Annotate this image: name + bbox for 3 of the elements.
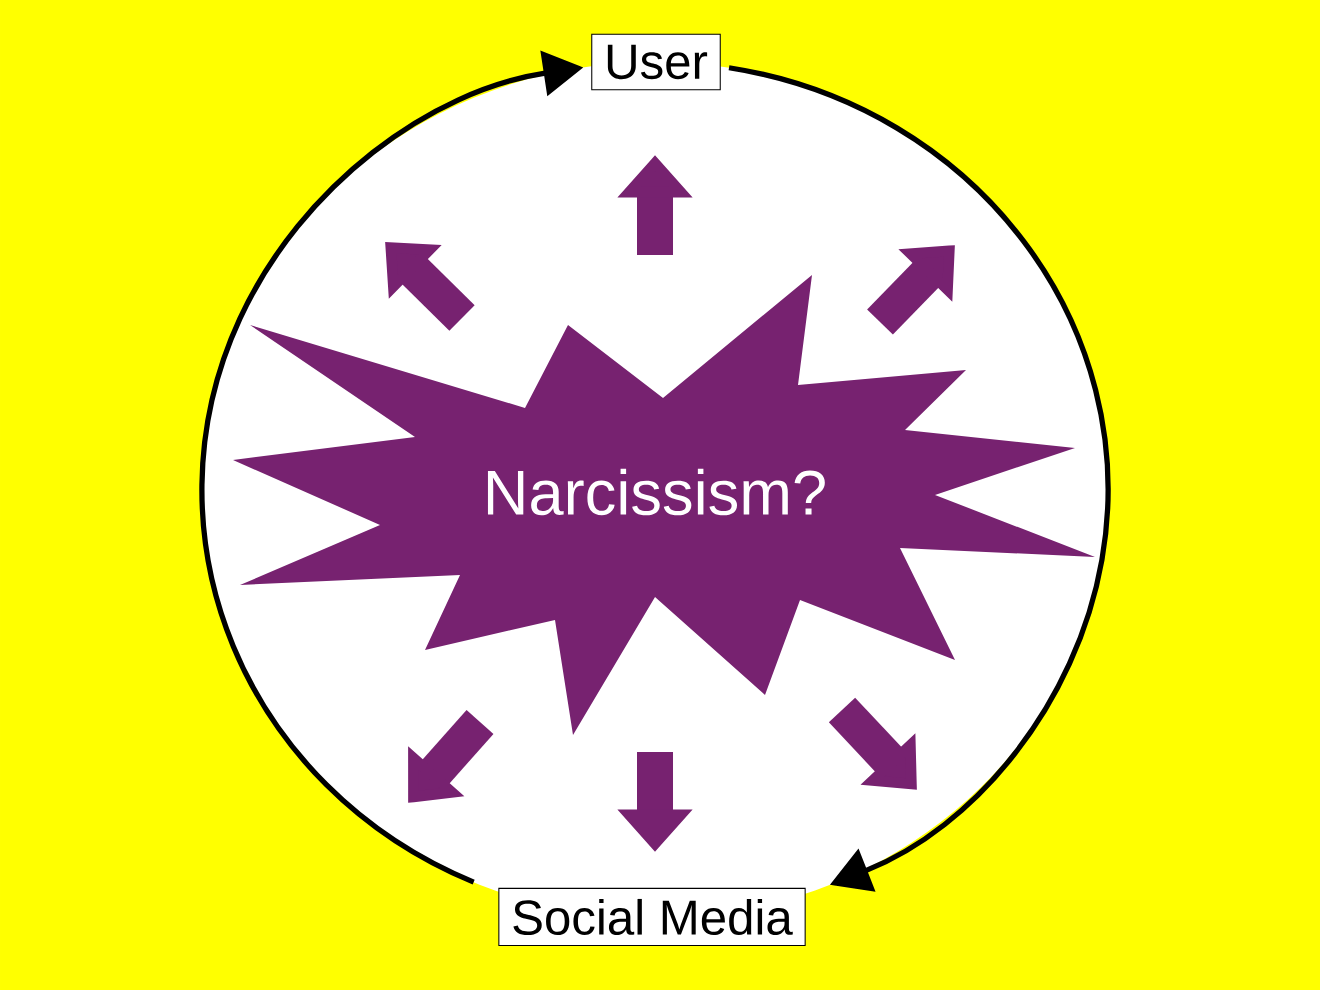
- label-box: User: [591, 33, 721, 91]
- label-box: Social Media: [498, 887, 806, 947]
- arrow: [728, 65, 1111, 892]
